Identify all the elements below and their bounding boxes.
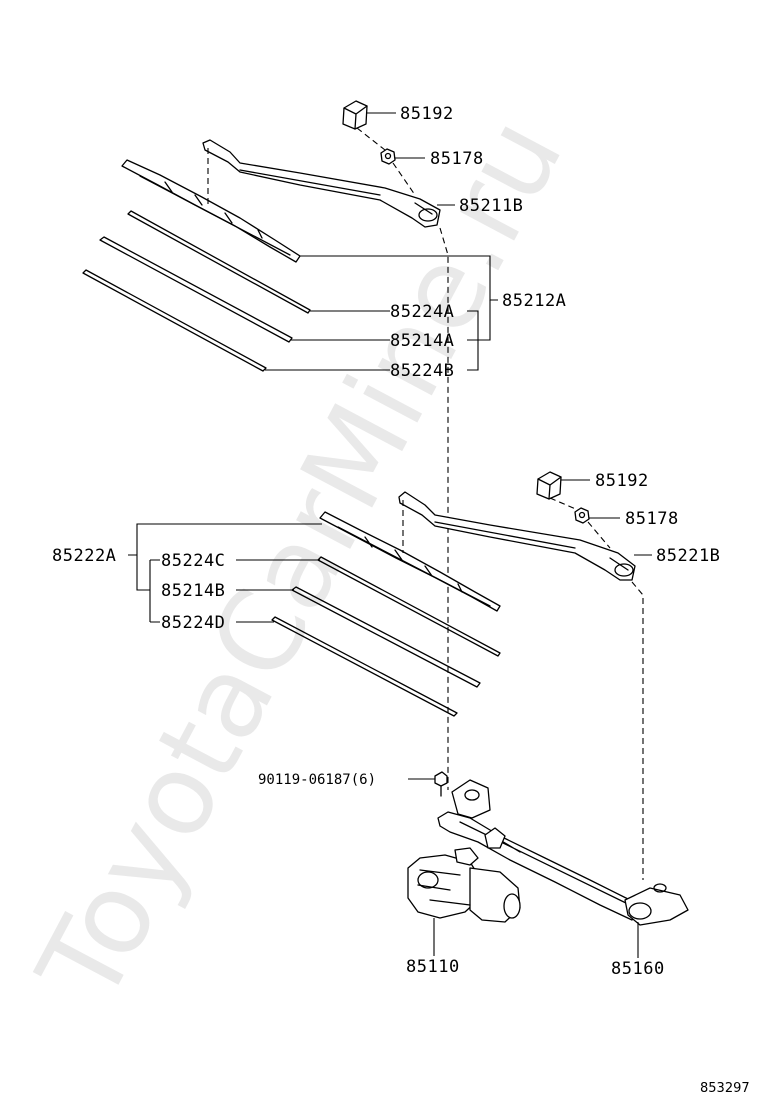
- wiper-linkage: [437, 779, 689, 926]
- label-85224a: 85224A: [390, 302, 454, 322]
- label-85224c: 85224C: [161, 551, 225, 571]
- label-85214b: 85214B: [161, 581, 225, 601]
- arm-cap-lower: [536, 471, 562, 500]
- wiper-arm-lower: [398, 491, 636, 581]
- label-85178-upper: 85178: [430, 149, 484, 169]
- label-85192-upper: 85192: [400, 104, 454, 124]
- blade-refill-85224b: [82, 269, 267, 372]
- label-85212a: 85212A: [502, 291, 566, 311]
- blade-refill-85224d: [271, 616, 458, 717]
- label-85178-lower: 85178: [625, 509, 679, 529]
- label-85160: 85160: [611, 959, 665, 979]
- label-85214a: 85214A: [390, 331, 454, 351]
- label-85222a: 85222A: [52, 546, 116, 566]
- blade-refill-85224c: [317, 556, 501, 657]
- wiper-blade-lower: [319, 511, 501, 612]
- label-85221b: 85221B: [656, 546, 720, 566]
- label-85211b: 85211B: [459, 196, 523, 216]
- figure-reference: 853297: [700, 1081, 750, 1096]
- wiper-arm-upper: [202, 139, 441, 228]
- blade-rubber-85214a: [99, 236, 293, 343]
- arm-cap-upper: [342, 100, 368, 130]
- label-85192-lower: 85192: [595, 471, 649, 491]
- label-85110: 85110: [406, 957, 460, 977]
- wiper-motor: [407, 847, 521, 923]
- label-90119: 90119-06187(6): [258, 772, 376, 788]
- blade-refill-85224a: [127, 210, 311, 314]
- mounting-bolt: [434, 771, 448, 797]
- blade-rubber-85214b: [291, 586, 481, 688]
- label-85224b: 85224B: [390, 361, 454, 381]
- label-85224d: 85224D: [161, 613, 225, 633]
- arm-nut-upper: [380, 148, 396, 165]
- arm-nut-lower: [574, 507, 590, 524]
